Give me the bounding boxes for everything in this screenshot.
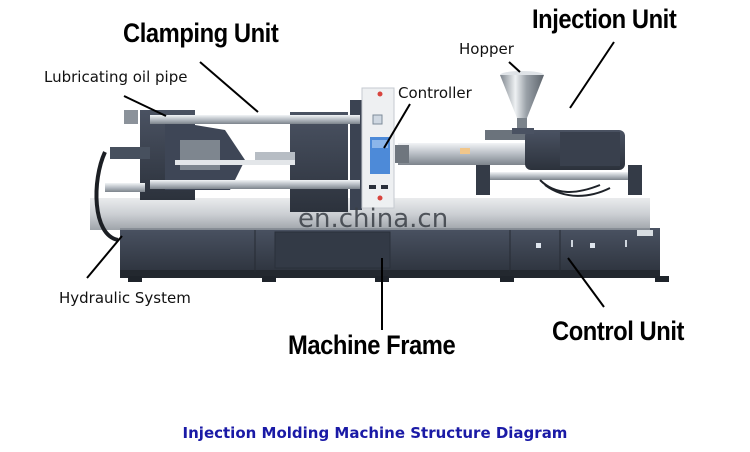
label-lubricating-oil-pipe: Lubricating oil pipe — [44, 68, 188, 86]
controller-panel-graphic — [361, 87, 395, 209]
diagram-caption: Injection Molding Machine Structure Diag… — [182, 424, 568, 442]
label-injection-unit: Injection Unit — [532, 4, 677, 34]
pointer-lubricating-oil-pipe — [123, 95, 167, 117]
injection-unit-graphic — [395, 130, 642, 197]
pointer-clamping-unit — [199, 61, 259, 113]
label-hopper: Hopper — [459, 40, 514, 58]
watermark-text: en.china.cn — [298, 204, 449, 234]
hydraulic-hose — [94, 151, 119, 242]
pointer-controller — [383, 103, 411, 149]
pointer-injection-unit — [569, 41, 615, 109]
label-hydraulic-system: Hydraulic System — [59, 289, 191, 307]
label-clamping-unit: Clamping Unit — [123, 18, 279, 48]
pointer-hopper — [508, 61, 521, 73]
clamping-unit-graphic — [105, 100, 362, 212]
pointer-hydraulic-system — [86, 235, 123, 279]
label-controller: Controller — [398, 84, 472, 102]
label-machine-frame: Machine Frame — [288, 330, 456, 360]
pointer-control-unit — [567, 257, 605, 308]
machine-frame — [120, 228, 669, 282]
hopper-graphic — [500, 71, 544, 134]
label-control-unit: Control Unit — [552, 316, 684, 346]
pointer-lines — [86, 41, 615, 330]
